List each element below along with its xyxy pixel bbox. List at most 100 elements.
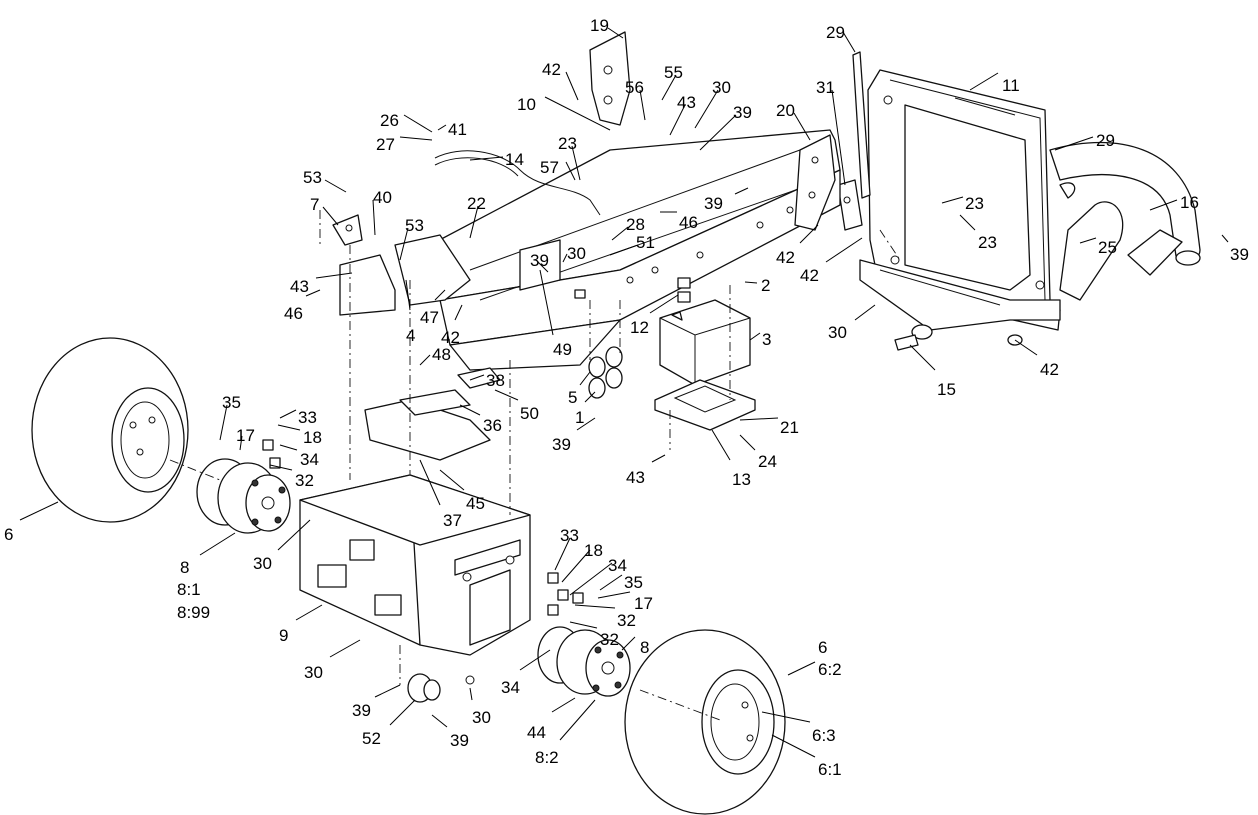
callout-number: 1 bbox=[575, 408, 584, 427]
leader-line bbox=[419, 354, 431, 366]
handle-rod-14 bbox=[434, 150, 601, 216]
callout-number: 32 bbox=[617, 611, 636, 630]
leader-line bbox=[1079, 237, 1097, 244]
leader-line bbox=[787, 661, 816, 676]
callout-number: 46 bbox=[284, 304, 303, 323]
assembly-guide-lines bbox=[169, 210, 901, 721]
callout-number: 5 bbox=[568, 388, 577, 407]
leader-line bbox=[611, 226, 629, 241]
tire-right-6 bbox=[624, 629, 786, 815]
battery-tray-13 bbox=[654, 379, 756, 431]
leader-line bbox=[329, 639, 361, 658]
leader-line bbox=[279, 444, 298, 451]
leader-line bbox=[565, 161, 576, 181]
mount-plate-47 bbox=[339, 234, 471, 316]
leader-line bbox=[651, 454, 666, 463]
callout-number: 4 bbox=[406, 326, 415, 345]
callout-number: 29 bbox=[826, 23, 845, 42]
callout-number: 2 bbox=[761, 276, 770, 295]
callout-number: 18 bbox=[303, 428, 322, 447]
callout-number: 17 bbox=[634, 594, 653, 613]
leader-line bbox=[469, 156, 504, 161]
callout-number: 34 bbox=[608, 556, 627, 575]
callout-number: 8:1 bbox=[177, 580, 201, 599]
leader-line bbox=[405, 279, 411, 311]
leader-line bbox=[454, 304, 463, 321]
mount-bracket-7 bbox=[332, 214, 363, 246]
callout-number: 42 bbox=[542, 60, 561, 79]
callout-number: 53 bbox=[303, 168, 322, 187]
callout-number: 17 bbox=[236, 426, 255, 445]
callout-number: 45 bbox=[466, 494, 485, 513]
seat-support-bar-29 bbox=[837, 51, 871, 231]
leader-line bbox=[535, 259, 549, 273]
leader-line bbox=[277, 519, 311, 551]
callout-number: 56 bbox=[625, 78, 644, 97]
isolator-mounts-5 bbox=[588, 346, 623, 399]
callout-number: 6 bbox=[4, 525, 13, 544]
leader-line bbox=[322, 206, 339, 226]
leader-line bbox=[831, 89, 846, 186]
callout-number: 24 bbox=[758, 452, 777, 471]
pump-mount-housing-9 bbox=[299, 474, 531, 685]
leader-line bbox=[621, 636, 636, 651]
callout-number: 39 bbox=[733, 103, 752, 122]
callout-number: 51 bbox=[636, 233, 655, 252]
callout-number: 41 bbox=[448, 120, 467, 139]
leader-line bbox=[579, 371, 591, 386]
callout-number: 3 bbox=[762, 330, 771, 349]
leader-line bbox=[269, 464, 293, 471]
callout-number: 27 bbox=[376, 135, 395, 154]
leader-line bbox=[559, 699, 596, 741]
leader-line bbox=[279, 409, 297, 419]
callout-number: 33 bbox=[298, 408, 317, 427]
leader-line bbox=[544, 96, 611, 131]
callout-number: 23 bbox=[558, 134, 577, 153]
callout-number: 16 bbox=[1180, 193, 1199, 212]
callout-number: 39 bbox=[352, 701, 371, 720]
callout-number: 8:99 bbox=[177, 603, 210, 622]
leader-line bbox=[694, 89, 719, 129]
callout-number: 6 bbox=[818, 638, 827, 657]
leader-line bbox=[909, 344, 936, 371]
leader-line bbox=[739, 434, 756, 451]
callout-number: 6:3 bbox=[812, 726, 836, 745]
callout-number: 30 bbox=[472, 708, 491, 727]
callout-number: 12 bbox=[630, 318, 649, 337]
leader-line bbox=[239, 435, 243, 451]
tire-left-6 bbox=[31, 337, 189, 523]
leader-line bbox=[739, 417, 779, 421]
callout-number: 42 bbox=[1040, 360, 1059, 379]
callout-number: 23 bbox=[965, 194, 984, 213]
leader-line bbox=[419, 459, 441, 506]
leader-line bbox=[669, 104, 686, 136]
leader-line bbox=[434, 289, 446, 301]
callout-number: 30 bbox=[304, 663, 323, 682]
leader-line bbox=[219, 404, 228, 441]
wheel-motor-right-8 bbox=[537, 626, 631, 697]
leader-line bbox=[571, 145, 581, 181]
leader-line bbox=[799, 224, 819, 244]
leader-line bbox=[315, 272, 353, 279]
callout-number: 10 bbox=[517, 95, 536, 114]
callout-number: 39 bbox=[1230, 245, 1249, 264]
callout-number: 20 bbox=[776, 101, 795, 120]
leader-line bbox=[609, 244, 639, 256]
callout-number: 30 bbox=[712, 78, 731, 97]
callout-number: 34 bbox=[300, 450, 319, 469]
callout-number: 46 bbox=[679, 213, 698, 232]
callout-number: 8 bbox=[640, 638, 649, 657]
leader-line bbox=[1149, 199, 1178, 211]
leader-line bbox=[437, 124, 447, 131]
leader-line bbox=[295, 604, 323, 621]
leader-line bbox=[459, 404, 481, 416]
leader-line bbox=[744, 281, 758, 284]
leader-line bbox=[941, 196, 964, 204]
callout-number: 39 bbox=[704, 194, 723, 213]
leader-line bbox=[469, 687, 473, 701]
leader-line bbox=[597, 591, 631, 599]
callout-number: 18 bbox=[584, 541, 603, 560]
leader-line bbox=[539, 269, 554, 336]
leader-line bbox=[19, 501, 59, 521]
